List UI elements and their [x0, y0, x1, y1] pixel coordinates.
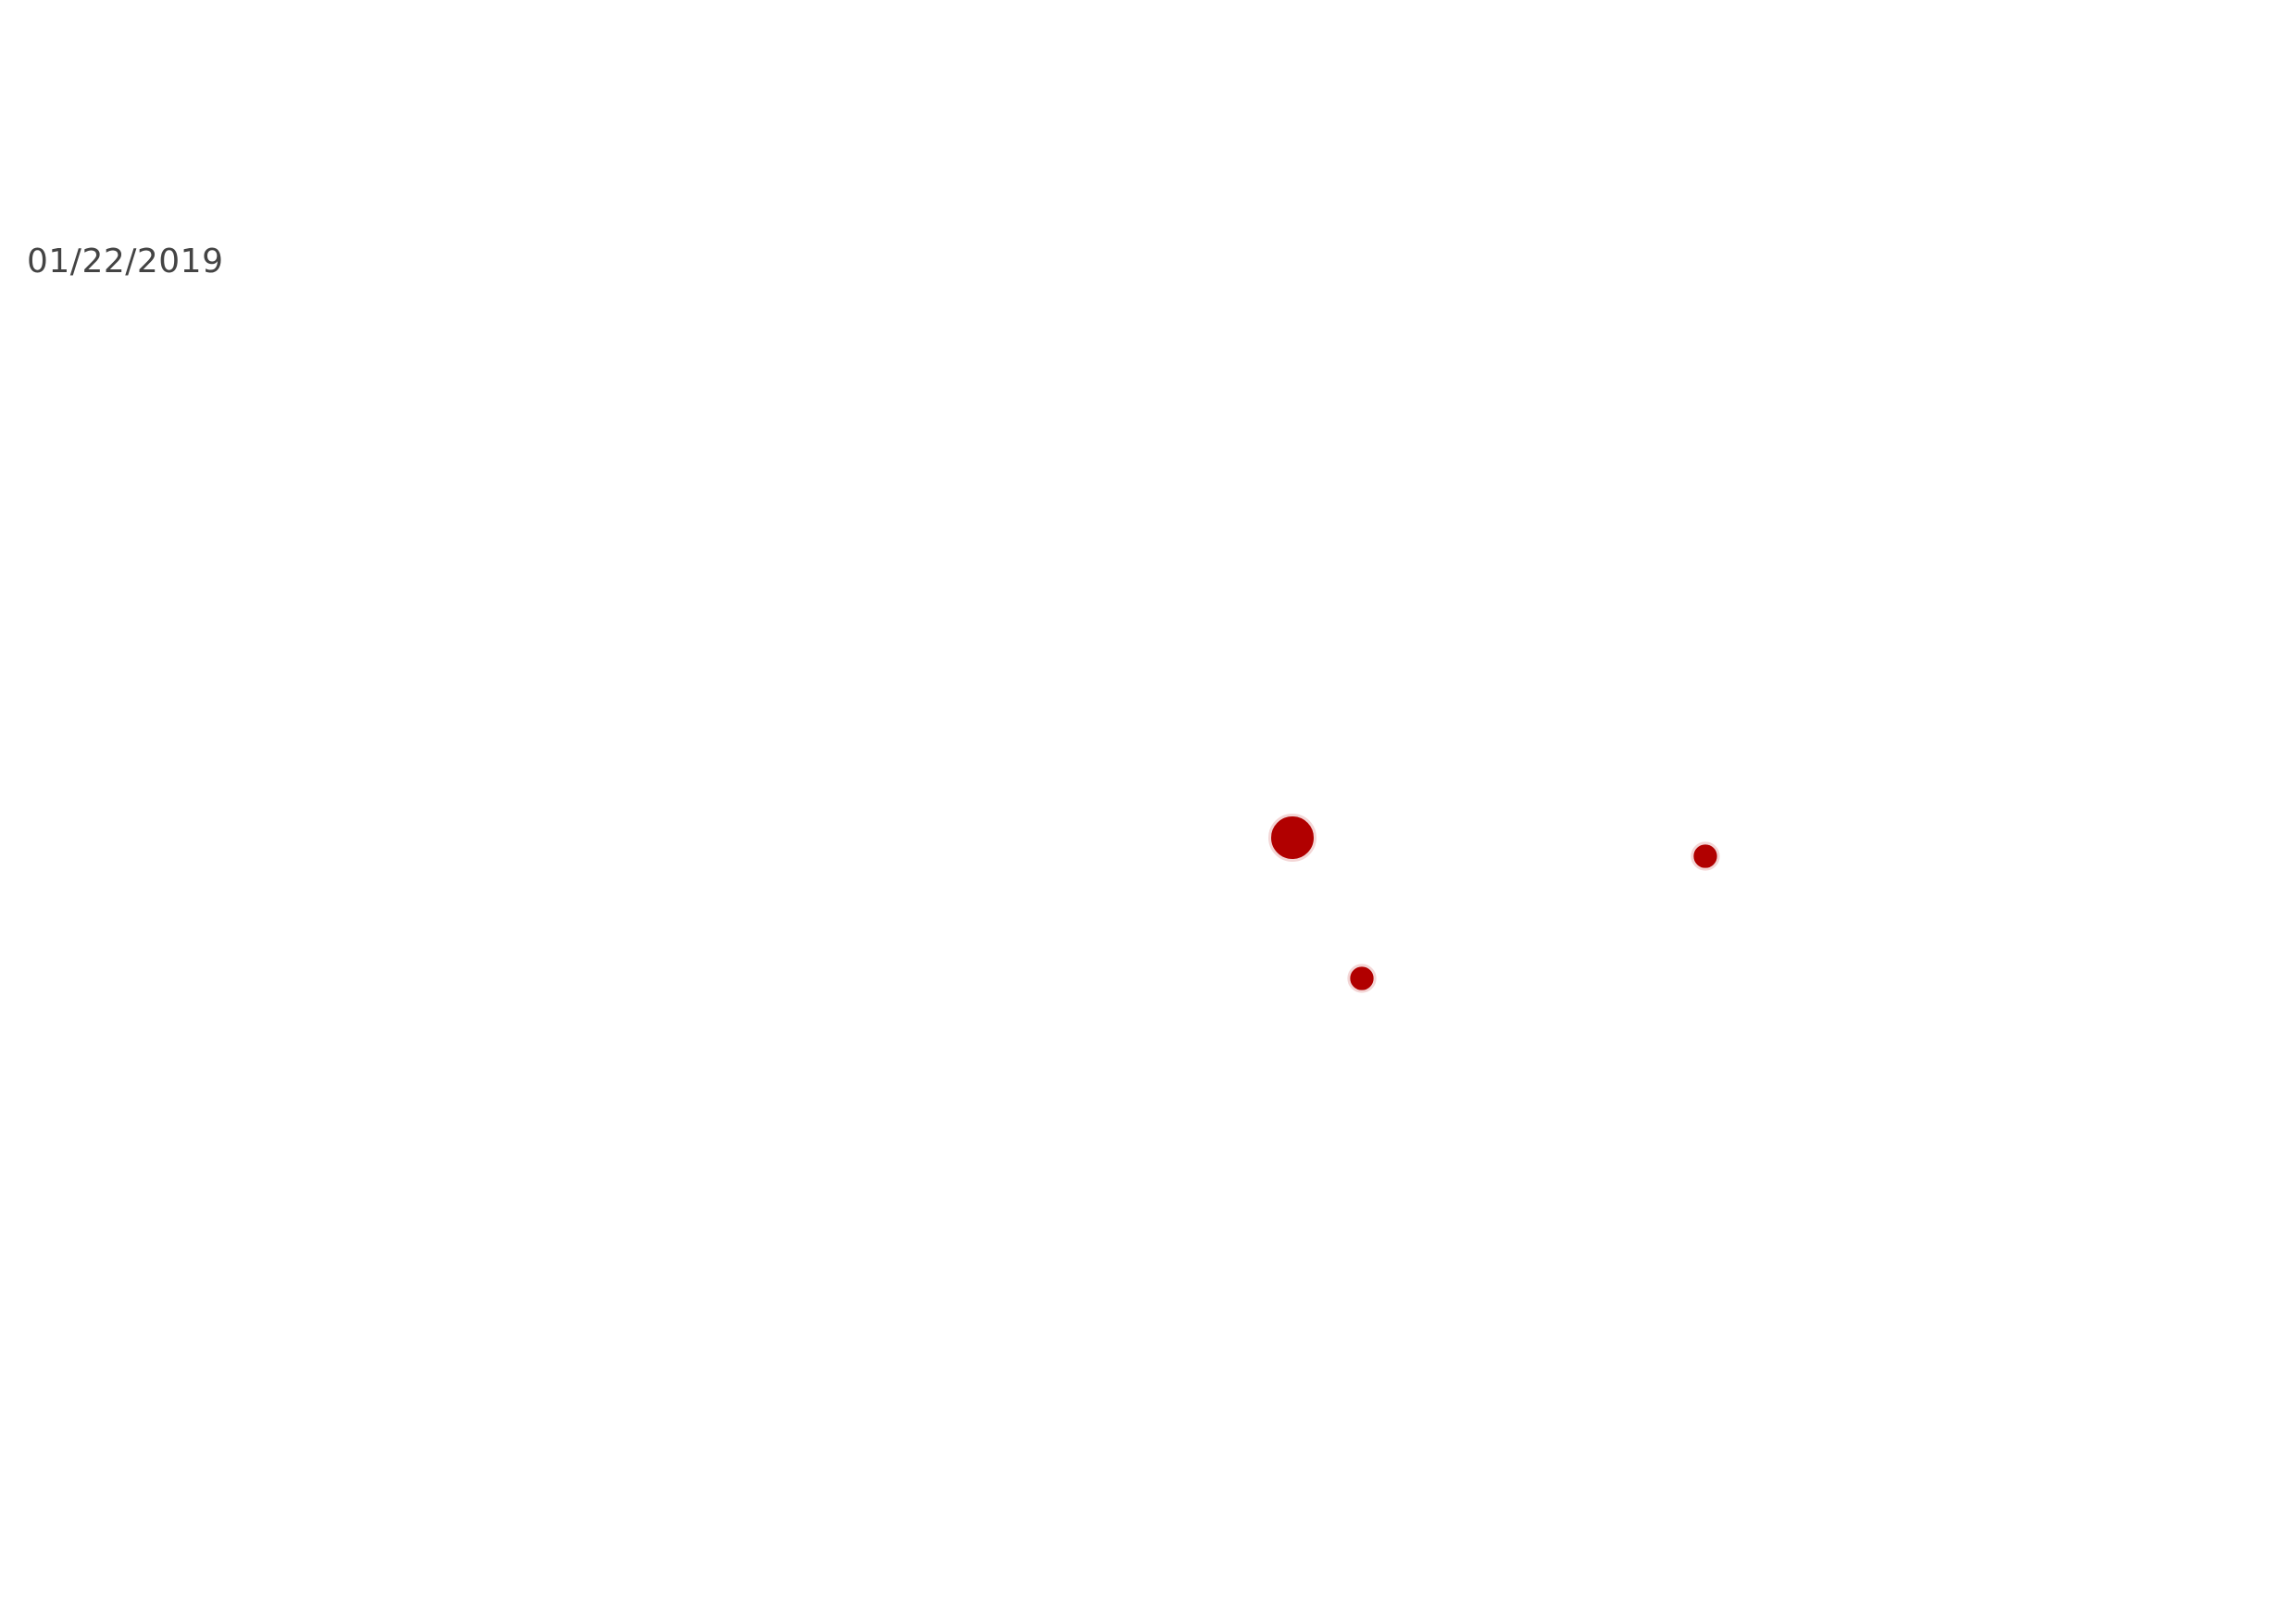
marker-east[interactable]: [1691, 841, 1720, 871]
marker-layer: [1268, 814, 1720, 993]
date-label: 01/22/2019: [27, 243, 224, 280]
marker-south[interactable]: [1347, 964, 1377, 993]
marker-large[interactable]: [1268, 814, 1316, 862]
